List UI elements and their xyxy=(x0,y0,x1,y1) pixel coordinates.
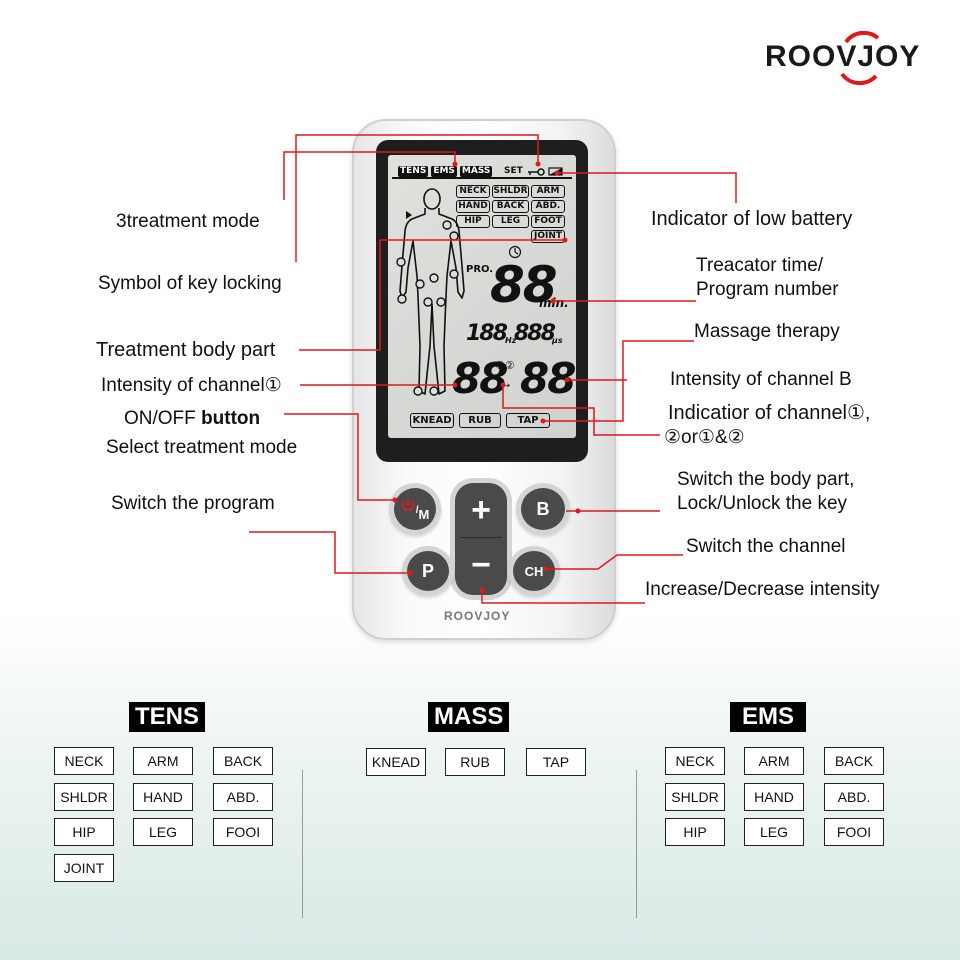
brand-logo: ROOVJOY xyxy=(765,40,921,73)
lcd-time-digits: 88 xyxy=(490,256,558,314)
lcd-mode-mass: MASS xyxy=(459,166,493,177)
tens-tag-arm: ARM xyxy=(133,747,193,775)
section-title-tens: TENS xyxy=(129,702,206,732)
callout-massage: Massage therapy xyxy=(694,321,840,342)
lcd-mode-row: TENS EMS MASS xyxy=(398,166,493,177)
lcd-us-label: μs xyxy=(552,336,563,345)
section-title-ems: EMS xyxy=(730,702,807,732)
lcd-part-joint: JOINT xyxy=(531,230,565,243)
mass-tag-tap: TAP xyxy=(526,748,586,776)
callout-indicator-1: Indicatior of channel①, xyxy=(668,402,871,424)
callout-intensity-b: Intensity of channel B xyxy=(670,369,852,390)
callout-switch-program: Switch the program xyxy=(111,493,275,514)
ems-tag-foot: FOOI xyxy=(824,818,884,846)
callout-body-switch-2: Lock/Unlock the key xyxy=(677,493,848,514)
tens-tag-shldr: SHLDR xyxy=(54,783,114,811)
lcd-part-arm: ARM xyxy=(531,185,565,198)
callout-select-mode: Select treatment mode xyxy=(106,437,298,458)
lcd-mass-rub: RUB xyxy=(459,413,501,428)
lcd-mode-ems: EMS xyxy=(431,166,457,177)
section-title-mass: MASS xyxy=(428,702,510,732)
mass-tag-knead: KNEAD xyxy=(366,748,426,776)
lcd-pro-label: PRO. xyxy=(466,264,494,275)
lcd-freq-digits: 188 xyxy=(466,321,508,346)
b-button[interactable]: B xyxy=(521,488,565,530)
ems-tag-abd: ABD. xyxy=(824,783,884,811)
ems-tag-back: BACK xyxy=(824,747,884,775)
callout-onoff-prefix: ON/OFF xyxy=(124,408,202,429)
power-mode-label: M xyxy=(418,506,430,522)
tens-tag-neck: NECK xyxy=(54,747,114,775)
timer-icon xyxy=(508,245,522,259)
ems-tag-neck: NECK xyxy=(665,747,725,775)
lcd-part-leg: LEG xyxy=(492,215,529,228)
callout-body-switch-1: Switch the body part, xyxy=(677,469,855,490)
lcd-part-hand: HAND xyxy=(456,200,490,213)
logo-arc-icon xyxy=(840,30,880,86)
section-divider-2 xyxy=(636,770,637,918)
power-icon xyxy=(401,499,414,511)
tens-tag-foot: FOOI xyxy=(213,818,273,846)
tens-tag-abd: ABD. xyxy=(213,783,273,811)
callout-switch-channel: Switch the channel xyxy=(686,536,846,557)
lcd-part-shldr: SHLDR xyxy=(492,185,529,198)
callout-time-2: Program number xyxy=(696,279,839,300)
ems-tag-leg: LEG xyxy=(744,818,804,846)
mass-tag-rub: RUB xyxy=(445,748,505,776)
device-brand: ROOVJOY xyxy=(444,609,511,623)
section-divider-1 xyxy=(302,770,303,918)
lcd-divider xyxy=(392,177,572,179)
lcd-channel-marks: ①② xyxy=(495,360,515,372)
callout-key-lock: Symbol of key locking xyxy=(98,273,282,294)
tens-tag-hand: HAND xyxy=(133,783,193,811)
lcd-part-foot: FOOT xyxy=(531,215,565,228)
lcd-part-hip: HIP xyxy=(456,215,490,228)
lcd-set-label: SET xyxy=(504,166,523,176)
tens-tag-joint: JOINT xyxy=(54,854,114,882)
minus-button[interactable]: − xyxy=(471,545,491,584)
callout-incdec: Increase/Decrease intensity xyxy=(645,579,880,600)
ems-tag-arm: ARM xyxy=(744,747,804,775)
lcd-part-back: BACK xyxy=(492,200,529,213)
tens-tag-hip: HIP xyxy=(54,818,114,846)
key-icon xyxy=(528,168,545,176)
lcd-ch1-digits: 88 xyxy=(452,354,508,403)
rocker-divider xyxy=(460,537,502,538)
lcd-mass-knead: KNEAD xyxy=(410,413,454,428)
plus-button[interactable]: + xyxy=(471,490,491,529)
ch-button[interactable]: CH xyxy=(513,551,555,591)
callout-intensity-ch1: Intensity of channel① xyxy=(101,375,282,396)
lcd-pulse-digits: 888 xyxy=(514,321,556,346)
lcd-hz-label: Hz xyxy=(505,336,517,345)
callout-indicator-2: ②or①&② xyxy=(664,427,745,448)
callout-onoff-bold: button xyxy=(201,408,261,429)
lcd-part-abd: ABD. xyxy=(531,200,565,213)
callout-low-battery: Indicator of low battery xyxy=(651,208,853,230)
power-mode-button[interactable]: / M xyxy=(394,488,436,530)
tens-tag-leg: LEG xyxy=(133,818,193,846)
callout-treatment-mode: 3treatment mode xyxy=(116,211,260,232)
callout-body-part: Treatment body part xyxy=(96,339,276,361)
lcd-part-neck: NECK xyxy=(456,185,490,198)
callout-onoff: ON/OFF button xyxy=(124,407,260,431)
lcd-mode-tens: TENS xyxy=(398,166,429,177)
intensity-rocker xyxy=(455,483,507,595)
ems-tag-shldr: SHLDR xyxy=(665,783,725,811)
ems-tag-hand: HAND xyxy=(744,783,804,811)
tens-tag-back: BACK xyxy=(213,747,273,775)
p-button[interactable]: P xyxy=(407,551,449,591)
body-figure-icon xyxy=(396,188,465,396)
callout-time-1: Treacator time/ xyxy=(696,255,824,276)
ems-tag-hip: HIP xyxy=(665,818,725,846)
